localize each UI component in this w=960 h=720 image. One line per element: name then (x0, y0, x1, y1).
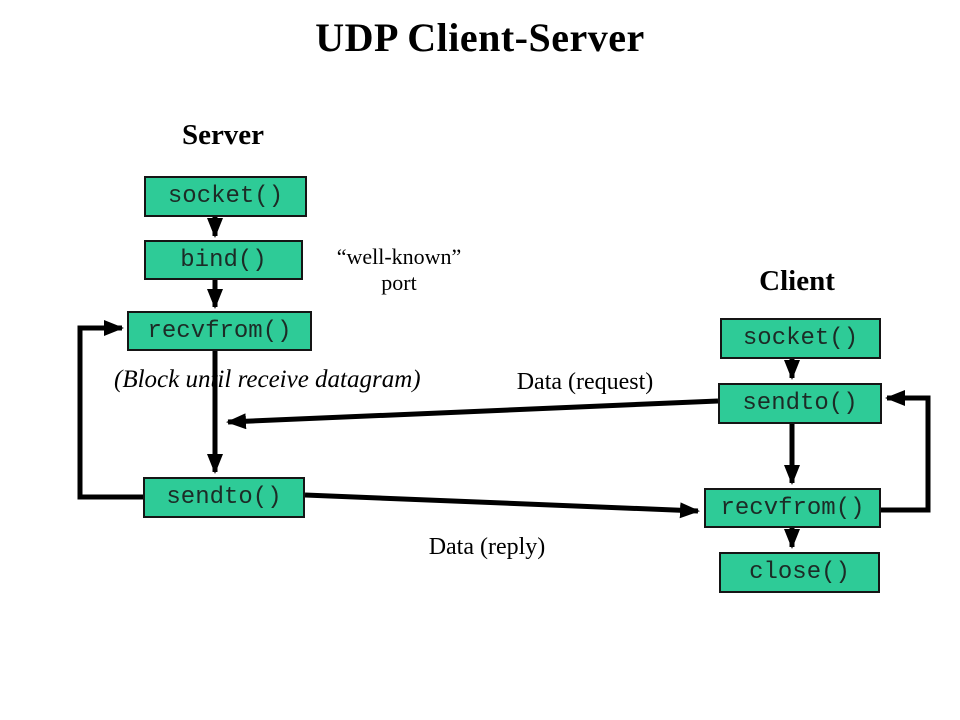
well-known-port-note: “well-known” port (337, 244, 462, 296)
server-bind-box: bind() (144, 240, 303, 280)
arrow-client-loop (881, 390, 931, 513)
client-socket-box: socket() (720, 318, 881, 359)
server-socket-box: socket() (144, 176, 307, 217)
data-request-label: Data (request) (516, 369, 654, 395)
arrow-data-reply (304, 492, 700, 519)
page-title: UDP Client-Server (315, 15, 645, 60)
well-known-line1: “well-known” (336, 244, 462, 269)
arrow-server-loop (77, 320, 144, 500)
block-until-receive-note: (Block until receive datagram) (114, 366, 421, 393)
client-heading: Client (759, 265, 835, 297)
well-known-line2: port (381, 270, 417, 295)
server-recvfrom-box: recvfrom() (127, 311, 312, 351)
client-sendto-box: sendto() (718, 383, 882, 424)
client-close-box: close() (719, 552, 880, 593)
client-recvfrom-box: recvfrom() (704, 488, 881, 528)
server-sendto-box: sendto() (143, 477, 305, 518)
arrow-data-request (226, 398, 719, 430)
data-reply-label: Data (reply) (428, 534, 546, 560)
server-heading: Server (181, 119, 265, 151)
